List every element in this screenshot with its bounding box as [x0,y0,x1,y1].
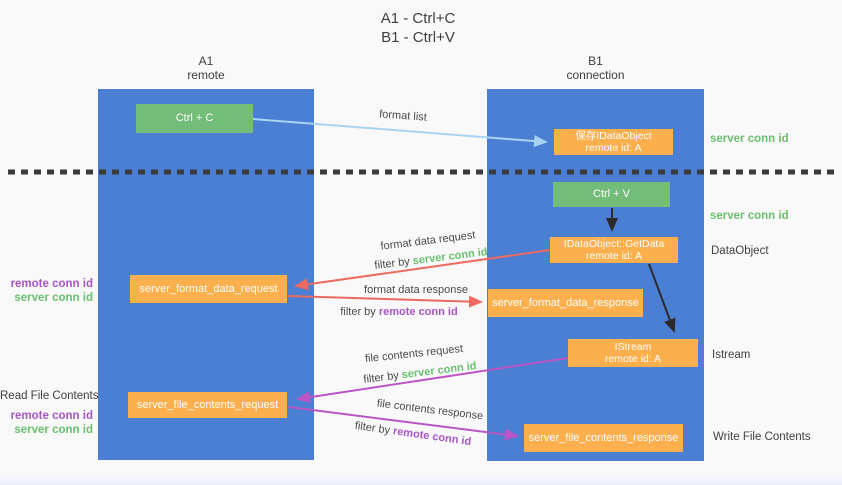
arrow-format-data-response [287,295,483,308]
bottom-edge [0,473,842,485]
filter-by-text: filter by [354,419,394,438]
lane-header-b1: B1 connection [487,54,704,82]
node-save-dataobject-line2: remote id: A [585,142,642,154]
title-line-b1: B1 - Ctrl+V [381,29,455,46]
node-idataobject-getdata: IDataObject::GetData remote id: A [550,237,678,263]
remote-conn-id-text: remote conn id [378,306,458,318]
title-line-a1: A1 - Ctrl+C [380,10,456,27]
node-file-request-label: server_file_contents_request [136,398,279,411]
node-ctrl-v: Ctrl + V [553,182,670,207]
lane-header-a1: A1 remote [98,54,314,82]
left-label-server-conn-id-2: server conn id [14,424,93,436]
right-label-write-file-contents: Write File Contents [713,431,811,443]
node-format-request-label: server_format_data_request [139,282,278,295]
node-server-file-contents-response: server_file_contents_response [524,424,683,452]
filter-by-text: filter by [373,255,414,272]
node-ctrl-c-label: Ctrl + C [175,112,214,124]
diagram-title: A1 - Ctrl+C B1 - Ctrl+V [318,9,518,47]
remote-conn-id-text: remote conn id [392,425,472,449]
lane-b1-role: connection [566,68,625,82]
node-format-response-label: server_format_data_response [492,296,639,309]
left-label-server-conn-id-1: server conn id [14,292,93,304]
right-label-server-conn-id-top: server conn id [710,133,789,145]
right-label-istream: Istream [712,349,751,361]
edge-label-format-data-response: format data response [364,284,468,296]
node-istream: IStream remote id: A [568,339,698,367]
edge-label-filter-by-remote-conn-id-1: filter by remote conn id [340,306,457,318]
node-save-dataobject: 保存IDataObject remote id: A [554,129,673,155]
lane-a1-role: remote [187,68,225,82]
node-ctrl-c: Ctrl + C [136,104,253,133]
lane-b1-name: B1 [588,54,603,68]
left-label-read-file-contents: Read File Contents [0,390,99,402]
filter-by-text: filter by [362,369,403,386]
node-server-file-contents-request: server_file_contents_request [128,392,287,418]
edge-label-filter-by-remote-conn-id-2: filter by remote conn id [354,420,472,448]
lane-a1-name: A1 [198,54,214,68]
right-label-server-conn-id-mid: server conn id [710,210,789,222]
server-conn-id-text: server conn id [412,246,489,268]
edge-label-file-contents-request: file contents request [364,342,464,366]
filter-by-text: filter by [340,306,379,318]
node-server-format-data-request: server_format_data_request [130,275,287,303]
node-getdata-line2: remote id: A [585,250,643,262]
right-label-dataobject: DataObject [711,245,769,257]
left-label-remote-conn-id-2: remote conn id [10,410,93,422]
server-conn-id-text: server conn id [401,360,478,382]
edge-label-file-contents-response: file contents response [376,397,484,423]
left-label-remote-conn-id-1: remote conn id [10,278,93,290]
edge-label-format-list: format list [378,108,428,124]
node-server-format-data-response: server_format_data_response [488,289,643,317]
node-ctrl-v-label: Ctrl + V [593,188,630,200]
node-file-response-label: server_file_contents_response [528,431,679,444]
node-save-dataobject-line1: 保存IDataObject [575,130,652,142]
node-istream-line2: remote id: A [604,353,662,365]
node-getdata-line1: IDataObject::GetData [563,238,665,250]
edge-label-filter-by-server-conn-id-2: filter by server conn id [363,360,477,386]
node-istream-line1: IStream [614,341,652,353]
